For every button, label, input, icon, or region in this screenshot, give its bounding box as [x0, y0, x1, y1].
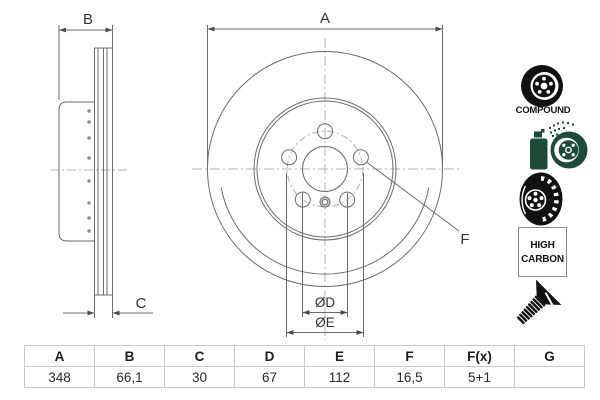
arrowhead — [286, 330, 294, 335]
dim-label-a: A — [320, 10, 330, 27]
spec-header-f: F — [374, 345, 445, 367]
arrowhead — [112, 310, 120, 316]
spec-value-b: 66,1 — [94, 366, 165, 388]
friction-edge-arc — [220, 187, 430, 275]
spec-value-e: 112 — [304, 366, 375, 388]
spec-header-a: A — [24, 345, 95, 367]
high-carbon-badge: HIGH CARBON — [518, 227, 567, 277]
hat-circle-outer — [253, 97, 397, 241]
arrowhead — [302, 310, 310, 315]
arrowhead — [207, 26, 215, 32]
spec-value-row: 348 66,1 30 67 112 16,5 5+1 — [24, 366, 585, 388]
spec-table: A B C D E F F(x) G 348 66,1 30 67 112 16… — [24, 345, 585, 388]
dimension-c — [63, 295, 153, 318]
side-view — [50, 47, 128, 296]
hat-circle-inner — [256, 100, 394, 238]
spec-header-b: B — [94, 345, 165, 367]
spec-header-row: A B C D E F F(x) G — [24, 345, 585, 367]
hat-holes — [87, 109, 91, 233]
dim-label-f: F — [460, 231, 469, 248]
spec-value-c: 30 — [164, 366, 235, 388]
spec-value-g — [514, 366, 585, 388]
vented-disc-icon — [517, 171, 565, 232]
bolt-circle — [286, 130, 364, 208]
center-bore — [302, 146, 348, 192]
compound-disc-icon — [520, 64, 564, 113]
dimension-e — [286, 173, 364, 337]
spec-header-fx: F(x) — [444, 345, 515, 367]
arrowhead — [105, 27, 113, 33]
dim-label-c: C — [136, 295, 147, 312]
front-view — [192, 38, 460, 340]
spec-header-e: E — [304, 345, 375, 367]
spec-value-d: 67 — [234, 366, 305, 388]
compound-label: COMPOUND — [515, 105, 571, 116]
high-carbon-line2: CARBON — [521, 253, 564, 265]
high-carbon-line1: HIGH — [530, 239, 555, 251]
pin-hole — [319, 196, 331, 208]
arrowhead — [87, 310, 95, 316]
arrowhead — [435, 26, 443, 32]
dimension-d — [302, 193, 348, 317]
screw-icon — [508, 279, 572, 336]
dimension-b — [58, 25, 113, 100]
spec-value-fx: 5+1 — [444, 366, 515, 388]
spec-header-d: D — [234, 345, 305, 367]
spec-value-a: 348 — [24, 366, 95, 388]
hat-outline — [58, 101, 95, 242]
spec-header-c: C — [164, 345, 235, 367]
dim-label-e: ØE — [315, 315, 335, 330]
technical-drawing: B C — [50, 10, 470, 340]
spec-header-g: G — [514, 345, 585, 367]
dim-label-d: ØD — [315, 295, 336, 310]
dim-label-b: B — [83, 11, 93, 28]
spec-value-f: 16,5 — [374, 366, 445, 388]
arrowhead — [340, 310, 348, 315]
arrowhead — [59, 27, 66, 33]
leader-f — [366, 161, 460, 232]
dimension-a — [207, 25, 443, 172]
coated-disc-spray-icon — [505, 120, 590, 177]
arrowhead — [356, 330, 364, 335]
